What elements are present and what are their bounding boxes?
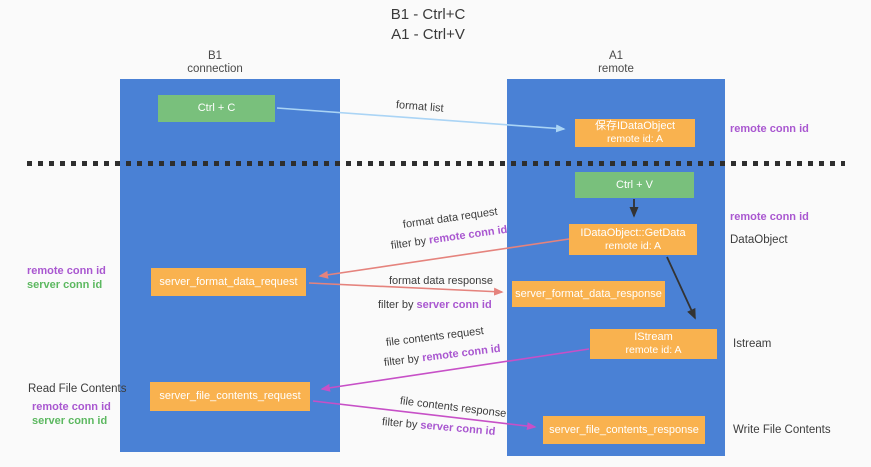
getdata-line2: remote id: A bbox=[604, 239, 662, 252]
istream-line2: remote id: A bbox=[625, 344, 682, 356]
filter-by-text: filter by bbox=[378, 299, 417, 311]
remote-conn-id-highlight: remote conn id bbox=[428, 223, 509, 247]
server-format-data-response-label: server_format_data_response bbox=[515, 287, 662, 300]
ctrl-c-label: Ctrl + C bbox=[197, 102, 236, 114]
right-column-header: A1 remote bbox=[541, 50, 691, 76]
file-contents-response-label: file contents response bbox=[399, 395, 507, 420]
format-list-label: format list bbox=[395, 99, 445, 115]
getdata-line1: IDataObject::GetData bbox=[580, 226, 686, 239]
filter-by-text: filter by bbox=[381, 416, 421, 432]
format-data-response-label: format data response bbox=[389, 275, 493, 287]
idataobject-getdata-box: IDataObject::GetData remote id: A bbox=[569, 224, 697, 255]
server-conn-id-highlight: server conn id bbox=[419, 419, 496, 438]
ctrl-c-box: Ctrl + C bbox=[158, 95, 275, 122]
right-column-title: A1 bbox=[608, 50, 624, 62]
istream-box: IStream remote id: A bbox=[590, 329, 717, 359]
ctrl-v-label: Ctrl + V bbox=[616, 178, 653, 191]
left-file-remote-conn-id-label: remote conn id bbox=[32, 401, 111, 413]
left-column-header: B1 connection bbox=[140, 50, 290, 76]
left-format-server-conn-id-label: server conn id bbox=[27, 279, 103, 291]
dataobject-label: DataObject bbox=[730, 234, 788, 246]
read-file-contents-label: Read File Contents bbox=[28, 383, 127, 395]
save-idataobject-line1: 保存IDataObject bbox=[594, 120, 676, 132]
diagram-title: B1 - Ctrl+C A1 - Ctrl+V bbox=[318, 5, 538, 45]
remote-conn-id-highlight: remote conn id bbox=[421, 342, 502, 365]
save-idataobject-line2: remote id: A bbox=[606, 133, 664, 145]
file-contents-response-filter-label: filter by server conn id bbox=[381, 416, 495, 438]
dashed-divider-line bbox=[27, 161, 845, 166]
filter-by-text: filter by bbox=[383, 352, 423, 369]
server-file-contents-request-label: server_file_contents_request bbox=[159, 390, 301, 402]
filter-by-text: filter by bbox=[390, 234, 430, 252]
server-file-contents-response-box: server_file_contents_response bbox=[543, 416, 705, 444]
title-line-1: B1 - Ctrl+C bbox=[390, 6, 466, 23]
server-format-data-response-box: server_format_data_response bbox=[512, 281, 665, 307]
title-line-2: A1 - Ctrl+V bbox=[391, 26, 465, 43]
format-data-response-filter-label: filter by server conn id bbox=[378, 299, 492, 311]
left-column-subtitle: connection bbox=[187, 63, 243, 75]
istream-line1: IStream bbox=[634, 331, 673, 343]
ctrl-v-box: Ctrl + V bbox=[575, 172, 694, 198]
istream-side-label: Istream bbox=[733, 338, 772, 350]
write-file-contents-label: Write File Contents bbox=[733, 424, 831, 436]
server-format-data-request-box: server_format_data_request bbox=[151, 268, 306, 296]
server-file-contents-response-label: server_file_contents_response bbox=[549, 423, 699, 436]
server-format-data-request-label: server_format_data_request bbox=[159, 275, 298, 288]
server-conn-id-highlight: server conn id bbox=[416, 299, 492, 311]
left-file-server-conn-id-label: server conn id bbox=[32, 415, 108, 427]
left-column-title: B1 bbox=[207, 50, 223, 62]
right-column-subtitle: remote bbox=[598, 63, 634, 75]
right-top-remote-conn-id-label: remote conn id bbox=[730, 123, 809, 135]
save-idataobject-box: 保存IDataObject remote id: A bbox=[575, 119, 695, 147]
left-format-remote-conn-id-label: remote conn id bbox=[27, 265, 106, 277]
server-file-contents-request-box: server_file_contents_request bbox=[150, 382, 310, 411]
right-mid-remote-conn-id-label: remote conn id bbox=[730, 211, 809, 223]
